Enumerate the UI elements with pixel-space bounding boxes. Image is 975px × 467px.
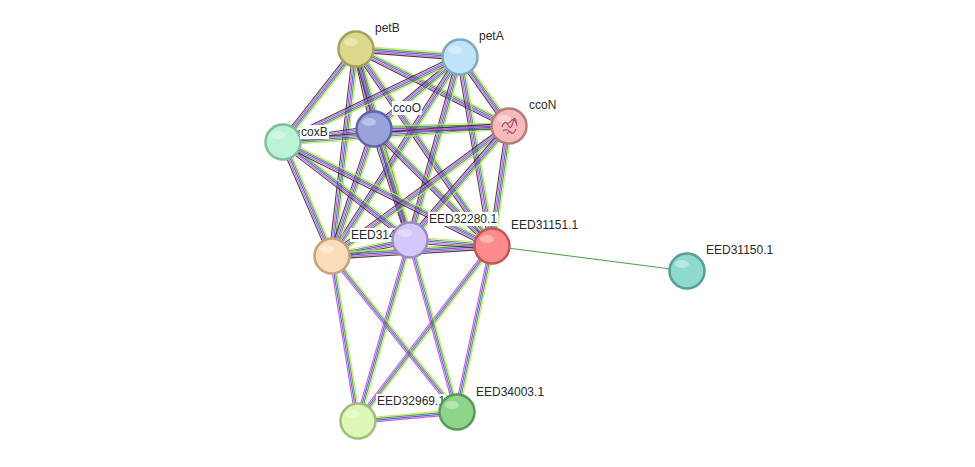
evidence-strand: [336, 146, 367, 239]
evidence-strand: [510, 248, 669, 268]
node-circle: [355, 110, 393, 148]
node-label: EED31151.1: [510, 218, 579, 232]
evidence-strand: [413, 258, 451, 395]
protein-node: coxB: [264, 123, 302, 161]
interaction-edge: [342, 269, 448, 400]
protein-node: petA: [441, 38, 479, 76]
evidence-strand: [362, 257, 404, 403]
evidence-strand: [469, 73, 497, 113]
interaction-edge: [510, 248, 669, 268]
interaction-edge: [428, 238, 475, 247]
evidence-strand: [337, 273, 357, 402]
evidence-strand: [415, 257, 453, 394]
node-circle: [337, 30, 375, 68]
evidence-strand: [376, 416, 439, 422]
node-circle: [391, 221, 429, 259]
evidence-strand: [423, 141, 498, 228]
evidence-strand: [299, 65, 444, 134]
evidence-strand: [345, 269, 447, 397]
node-label: EED32280.1: [428, 212, 498, 226]
evidence-strand: [473, 70, 501, 110]
evidence-strand: [371, 262, 483, 408]
evidence-strand: [461, 264, 489, 395]
evidence-strand: [386, 66, 444, 115]
evidence-strand: [470, 72, 498, 112]
evidence-strand: [418, 75, 459, 223]
protein-node: EED314: [313, 237, 351, 275]
interaction-edge: [374, 47, 443, 58]
evidence-strand: [337, 67, 357, 238]
interaction-edge: [459, 263, 491, 395]
evidence-strand: [472, 71, 500, 111]
node-circle: [339, 402, 377, 440]
evidence-strand: [374, 53, 442, 58]
node-label: petB: [374, 21, 401, 35]
evidence-strand: [293, 62, 344, 127]
evidence-strand: [336, 274, 356, 403]
node-circle: [441, 38, 479, 76]
interaction-edge: [367, 259, 483, 408]
evidence-strand: [301, 124, 491, 137]
node-label: EED314: [350, 228, 397, 242]
evidence-strand: [336, 67, 356, 238]
node-label: ccoN: [528, 98, 557, 112]
protein-node: petB: [337, 30, 375, 68]
evidence-strand: [459, 263, 487, 394]
node-label: coxB: [300, 125, 329, 139]
evidence-strand: [463, 264, 491, 395]
evidence-strand: [460, 263, 488, 394]
protein-node: EED32280.1: [391, 221, 429, 259]
evidence-strand: [424, 142, 499, 229]
node-circle: [490, 107, 528, 145]
evidence-strand: [301, 126, 491, 139]
protein-node: EED31150.1: [668, 252, 706, 290]
node-circle: [473, 227, 511, 265]
node-circle: [264, 123, 302, 161]
evidence-strand: [344, 270, 446, 398]
evidence-strand: [365, 65, 481, 232]
interaction-edge: [292, 61, 347, 129]
evidence-strand: [417, 257, 455, 394]
evidence-strand: [361, 257, 403, 403]
evidence-strand: [412, 74, 453, 222]
node-label: EED34003.1: [475, 385, 545, 399]
evidence-strand: [422, 140, 497, 227]
protein-node: ccoN: [490, 107, 528, 145]
protein-node: EED31151.1: [473, 227, 511, 265]
interaction-edge: [468, 70, 501, 113]
evidence-strand: [468, 73, 496, 113]
node-label: petA: [478, 29, 505, 43]
interaction-edge: [420, 138, 500, 229]
interaction-edge: [376, 411, 440, 421]
node-circle: [313, 237, 351, 275]
interaction-edge: [361, 257, 407, 405]
interaction-edge: [413, 257, 455, 395]
evidence-strand: [428, 244, 474, 247]
evidence-strand: [342, 271, 444, 399]
evidence-strand: [343, 271, 445, 399]
evidence-strand: [334, 274, 354, 403]
evidence-strand: [334, 67, 354, 238]
evidence-strand: [301, 127, 491, 140]
evidence-strand: [293, 157, 328, 238]
node-circle: [668, 252, 706, 290]
evidence-strand: [415, 74, 456, 222]
protein-node: ccoO: [355, 110, 393, 148]
node-label: EED32969.1: [376, 394, 446, 408]
protein-node: EED32969.1: [339, 402, 377, 440]
protein-node: EED34003.1: [438, 393, 476, 431]
evidence-strand: [366, 64, 482, 231]
interaction-edge: [333, 273, 358, 403]
interaction-edge: [301, 124, 492, 143]
node-label: EED31150.1: [705, 243, 774, 257]
evidence-strand: [333, 274, 353, 403]
node-label: ccoO: [392, 101, 422, 115]
interaction-edge: [298, 147, 477, 240]
node-circle: [438, 393, 476, 431]
evidence-strand: [414, 258, 452, 395]
evidence-strand: [292, 61, 343, 126]
interaction-edge: [331, 67, 357, 239]
evidence-strand: [298, 151, 475, 239]
